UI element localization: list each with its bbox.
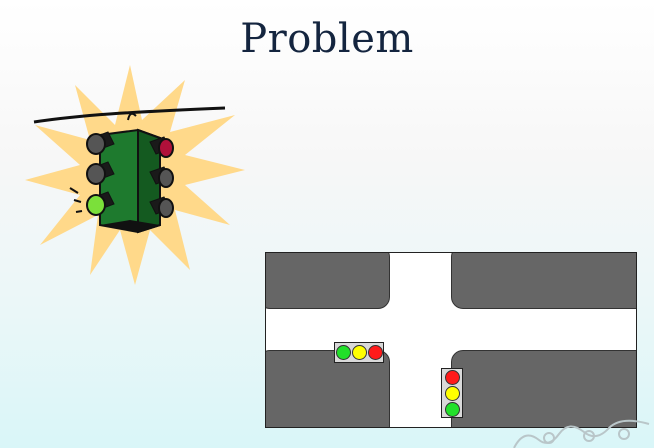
yellow-lamp: [444, 385, 460, 401]
red-lamp: [367, 345, 383, 360]
intersection-diagram: [265, 252, 637, 428]
yellow-lamp: [351, 345, 367, 360]
city-block-top-right: [451, 253, 636, 309]
city-block-bottom-right: [451, 350, 636, 427]
traffic-light-burst-icon: [25, 65, 245, 285]
corner-ornament-icon: [513, 419, 650, 448]
green-lamp: [335, 345, 351, 360]
vertical-traffic-signal: [441, 368, 463, 418]
red-lamp: [444, 369, 460, 385]
slide-title: Problem: [240, 16, 414, 62]
city-block-top-left: [266, 253, 390, 309]
green-lamp: [444, 401, 460, 417]
horizontal-traffic-signal: [334, 342, 384, 363]
